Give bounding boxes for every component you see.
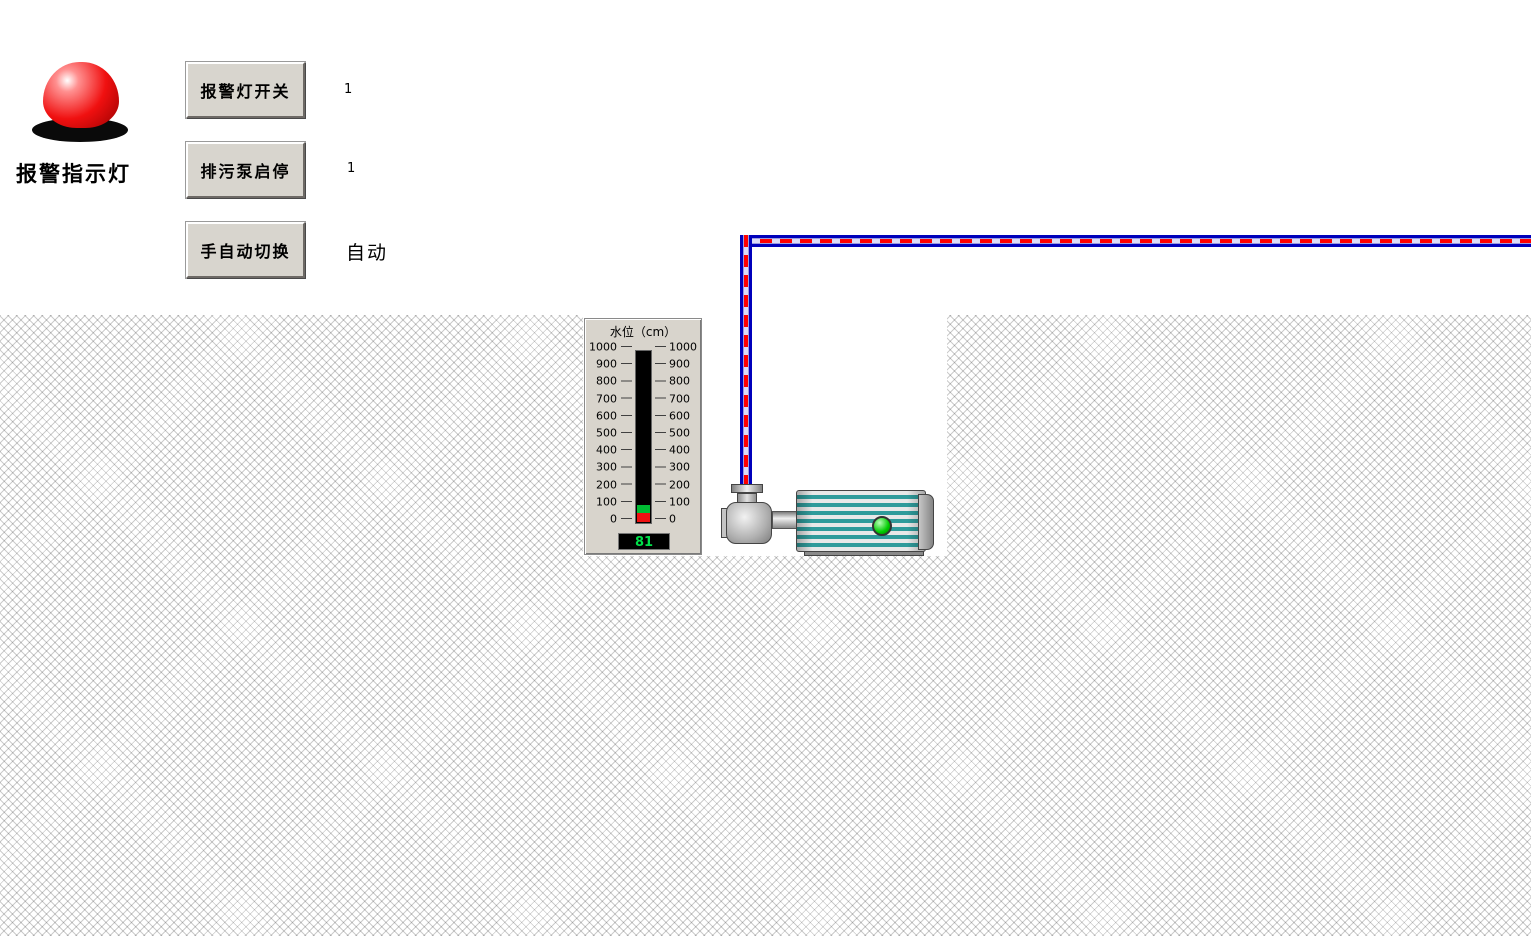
tick-label: 100 <box>596 495 617 509</box>
water-level-gauge: 水位（cm） 1000 900 800 700 600 500 400 300 … <box>584 318 702 555</box>
tick-label: 800 <box>596 374 617 388</box>
tick-label: 1000 <box>669 340 697 354</box>
tick-label: 900 <box>669 357 690 371</box>
tick-label: 500 <box>596 426 617 440</box>
tick-label: 1000 <box>589 340 617 354</box>
pump-shaft <box>772 511 798 529</box>
tick-label: 300 <box>596 460 617 474</box>
drain-pump-startstop-value: 1 <box>347 161 356 176</box>
pump-status-light <box>872 516 892 536</box>
alarm-light-switch-value: 1 <box>344 82 353 97</box>
tick-label: 300 <box>669 460 690 474</box>
pump-base <box>804 551 924 556</box>
gauge-level-fill-red <box>637 513 650 522</box>
alarm-lamp-label: 报警指示灯 <box>16 162 131 186</box>
tick-label: 700 <box>596 392 617 406</box>
manual-auto-mode-value: 自动 <box>346 242 389 264</box>
tick-label: 400 <box>669 443 690 457</box>
alarm-lamp-dome <box>43 62 119 128</box>
gauge-ticks-left: 1000 900 800 700 600 500 400 300 200 100… <box>589 341 617 531</box>
tick-label: 800 <box>669 374 690 388</box>
drain-pump-graphic <box>720 478 942 558</box>
pump-motor-endcap <box>918 494 934 550</box>
pump-inlet-flange <box>731 484 763 493</box>
gauge-level-marker-green <box>637 505 650 513</box>
tick-label: 600 <box>596 409 617 423</box>
alarm-lamp-icon <box>30 60 134 150</box>
tick-label: 500 <box>669 426 690 440</box>
pump-volute <box>726 502 772 544</box>
pipe-horizontal <box>740 235 1531 247</box>
drain-pump-startstop-button[interactable]: 排污泵启停 <box>186 142 305 198</box>
tick-label: 700 <box>669 392 690 406</box>
manual-auto-toggle-button[interactable]: 手自动切换 <box>186 222 305 278</box>
pipe-vertical <box>740 235 752 490</box>
tick-label: 200 <box>596 478 617 492</box>
gauge-tickmarks-right <box>655 346 666 520</box>
water-level-readout: 81 <box>618 533 670 550</box>
tick-label: 400 <box>596 443 617 457</box>
tick-label: 200 <box>669 478 690 492</box>
gauge-ticks-right: 1000 900 800 700 600 500 400 300 200 100… <box>669 341 697 531</box>
tick-label: 0 <box>669 512 676 526</box>
alarm-light-switch-button[interactable]: 报警灯开关 <box>186 62 305 118</box>
tick-label: 100 <box>669 495 690 509</box>
tick-label: 900 <box>596 357 617 371</box>
tick-label: 0 <box>610 512 617 526</box>
pump-motor-body <box>796 490 926 552</box>
pipe-flow-dashes <box>744 235 748 490</box>
gauge-title: 水位（cm） <box>609 325 677 339</box>
tick-label: 600 <box>669 409 690 423</box>
gauge-tickmarks-left <box>621 346 632 520</box>
gauge-level-bar <box>635 350 652 524</box>
pipe-flow-dashes <box>740 239 1531 243</box>
